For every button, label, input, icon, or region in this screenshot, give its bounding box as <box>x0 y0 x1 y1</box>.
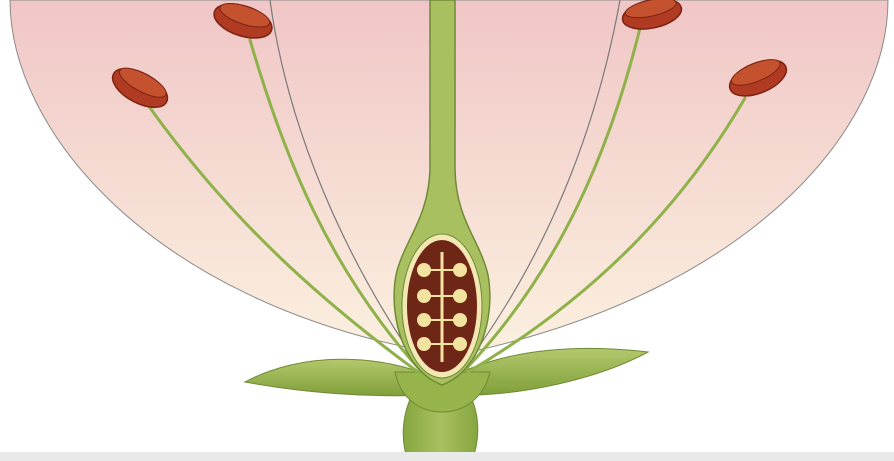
ovule <box>417 289 431 303</box>
ovule <box>417 313 431 327</box>
bottom-strip <box>0 452 894 461</box>
ovule <box>453 289 467 303</box>
ovule <box>453 263 467 277</box>
ovule <box>453 313 467 327</box>
ovule <box>417 337 431 351</box>
ovule <box>453 337 467 351</box>
ovule <box>417 263 431 277</box>
